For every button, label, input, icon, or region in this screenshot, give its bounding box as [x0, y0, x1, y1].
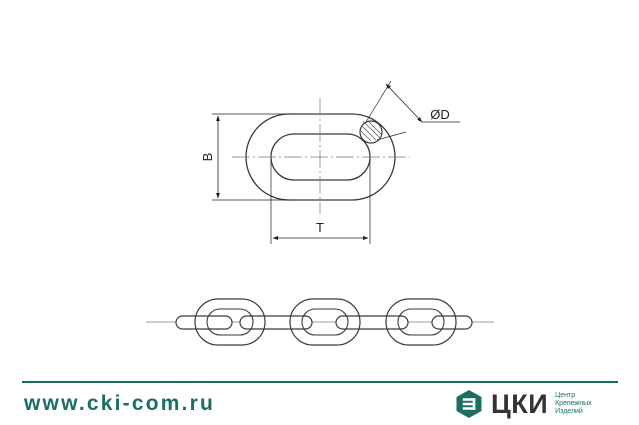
chain-side-view — [146, 298, 494, 346]
chain-link — [385, 298, 457, 346]
chain-link — [289, 298, 361, 346]
cki-logo-icon — [456, 390, 482, 418]
chain-flat-link — [175, 315, 233, 330]
brand-tagline-line: Изделий — [555, 408, 583, 415]
diameter-label: ØD — [430, 107, 450, 122]
pitch-label: T — [316, 220, 324, 235]
brand-tagline-line: Центр — [555, 392, 576, 399]
height-label: B — [200, 153, 215, 162]
wire-section-circle — [359, 120, 383, 144]
chain-flat-link — [431, 315, 473, 330]
brand-tagline: Центр Крепежных Изделий — [555, 392, 592, 416]
chain-flat-link — [335, 315, 409, 330]
chain-flat-link — [239, 315, 313, 330]
chain-link — [194, 298, 266, 346]
diameter-extension-upper — [365, 80, 392, 123]
website-link[interactable]: www.cki-com.ru — [24, 392, 216, 415]
brand-tagline-line: Крепежных — [555, 400, 592, 407]
link-top-view: B T ØD — [200, 80, 460, 244]
brand-logo[interactable]: ЦКИ Центр Крепежных Изделий — [454, 388, 592, 420]
footer-divider — [22, 381, 618, 383]
diameter-dimension-line — [385, 83, 423, 123]
brand-name: ЦКИ — [491, 389, 549, 419]
diameter-extension-lower — [376, 131, 407, 141]
